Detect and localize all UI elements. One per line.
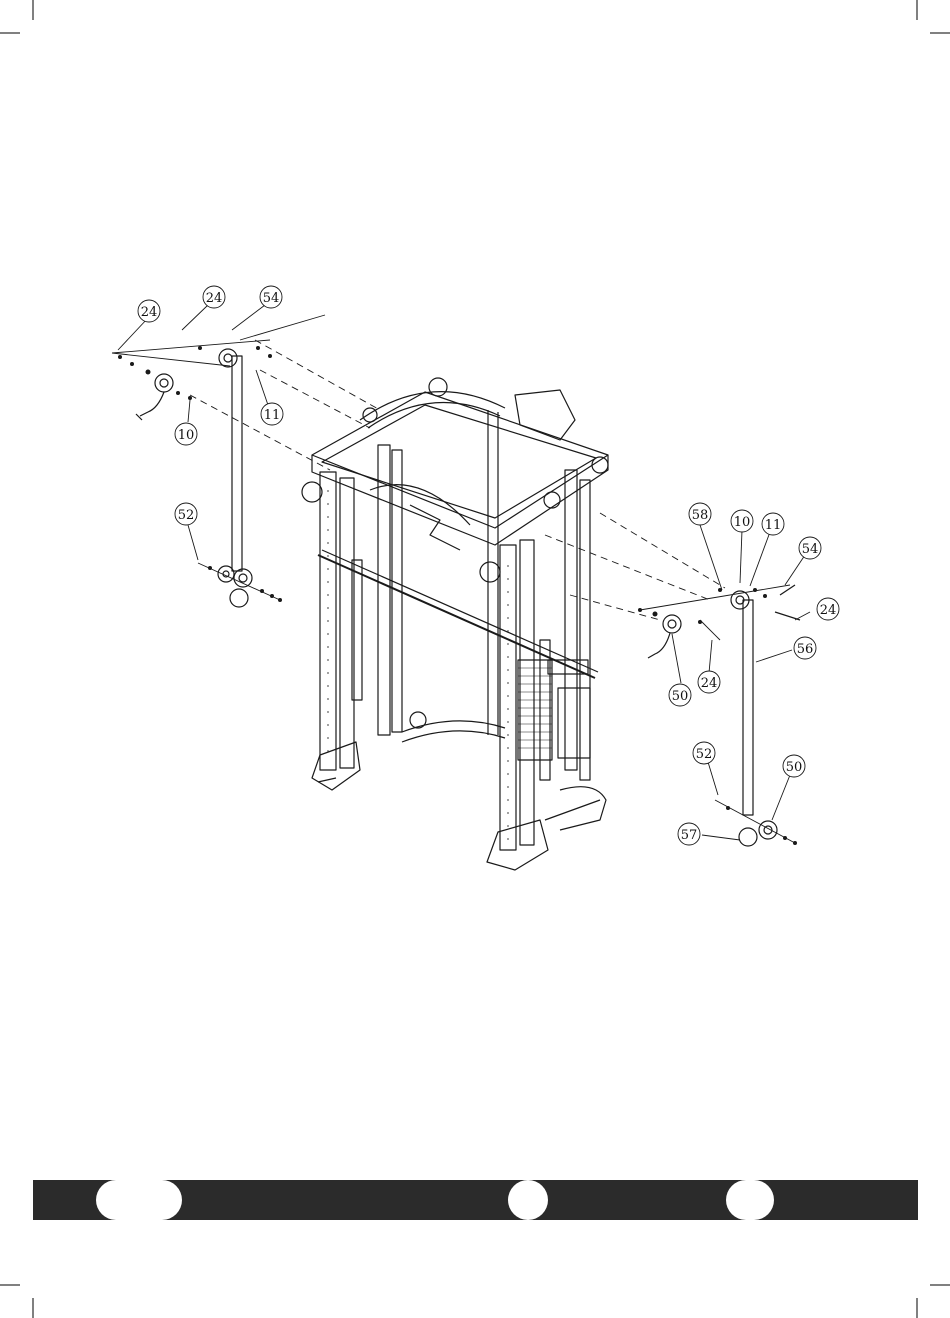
svg-text:10: 10: [734, 515, 751, 530]
svg-text:54: 54: [802, 542, 819, 557]
svg-text:50: 50: [672, 689, 689, 704]
callout-58: 58: [689, 503, 711, 525]
svg-text:54: 54: [263, 291, 280, 306]
callout-24a: 24: [138, 300, 160, 322]
svg-text:50: 50: [786, 760, 803, 775]
callout-24d: 24: [698, 671, 720, 693]
svg-text:57: 57: [681, 828, 698, 843]
footer-pill-middle: [508, 1180, 548, 1220]
right-exploded-parts: [545, 513, 800, 846]
svg-text:24: 24: [820, 603, 837, 618]
svg-text:24: 24: [701, 676, 718, 691]
callout-11b: 11: [762, 513, 784, 535]
svg-text:11: 11: [264, 408, 281, 423]
footer-pill-right: [726, 1180, 774, 1220]
callout-52b: 52: [693, 742, 715, 764]
callout-50a: 50: [669, 684, 691, 706]
svg-text:10: 10: [178, 428, 195, 443]
svg-text:24: 24: [141, 305, 158, 320]
callout-10b: 10: [731, 510, 753, 532]
svg-text:52: 52: [178, 508, 195, 523]
svg-text:56: 56: [797, 642, 814, 657]
callout-24c: 24: [817, 598, 839, 620]
svg-text:58: 58: [692, 508, 709, 523]
callout-10a: 10: [175, 423, 197, 445]
svg-text:11: 11: [765, 518, 782, 533]
footer-pill-left: [96, 1180, 182, 1220]
callout-56: 56: [794, 637, 816, 659]
smith-machine-frame: [302, 378, 608, 870]
callout-54a: 54: [260, 286, 282, 308]
svg-text:52: 52: [696, 747, 713, 762]
callout-52a: 52: [175, 503, 197, 525]
callout-54b: 54: [799, 537, 821, 559]
svg-text:24: 24: [206, 291, 223, 306]
callout-50b: 50: [783, 755, 805, 777]
callout-57: 57: [678, 823, 700, 845]
callout-11a: 11: [261, 403, 283, 425]
callout-24b: 24: [203, 286, 225, 308]
